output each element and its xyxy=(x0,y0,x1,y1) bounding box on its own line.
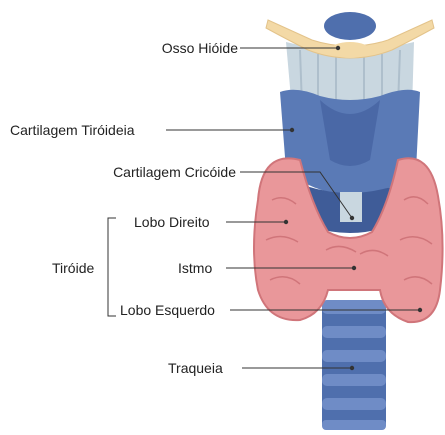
epiglottis-shape xyxy=(324,12,376,40)
label-hyoid: Osso Hióide xyxy=(136,40,238,56)
label-isthmus: Istmo xyxy=(178,260,212,276)
trachea-shape xyxy=(322,300,386,430)
label-trachea: Traqueia xyxy=(168,360,223,376)
label-thyroid-cartilage: Cartilagem Tiróideia xyxy=(10,122,135,138)
label-right-lobe: Lobo Direito xyxy=(134,214,210,230)
label-left-lobe: Lobo Esquerdo xyxy=(120,302,215,318)
label-cricoid: Cartilagem Cricóide xyxy=(80,164,236,180)
label-thyroid-group: Tiróide xyxy=(52,260,94,276)
thyroid-group-bracket xyxy=(108,218,116,316)
